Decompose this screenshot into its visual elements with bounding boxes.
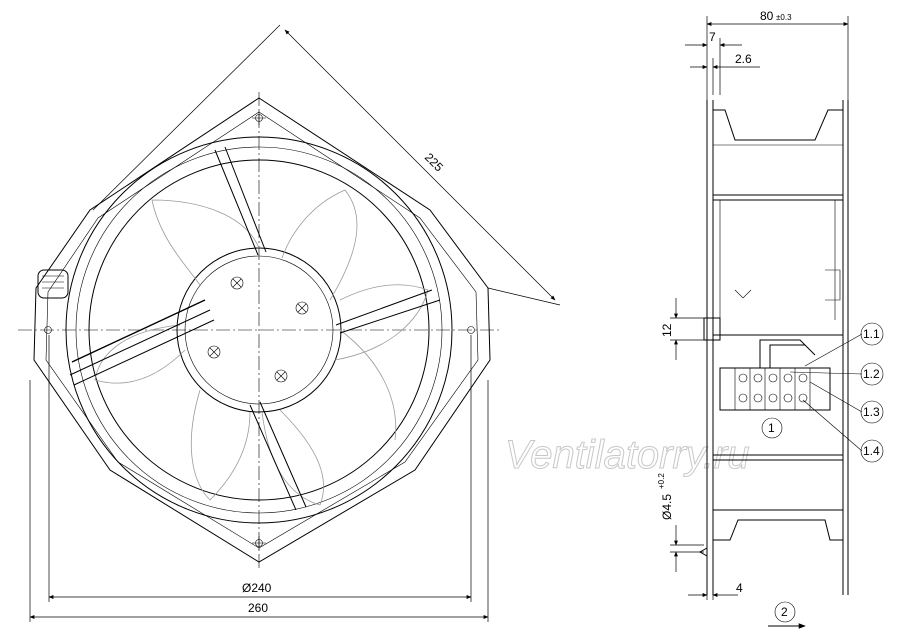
dim-7-label: 7 <box>709 30 716 44</box>
frame-struts <box>69 146 441 511</box>
dim-80-tol: ±0.3 <box>776 13 792 22</box>
callout-2: 2 <box>781 605 788 619</box>
terminal-block <box>719 339 831 411</box>
callouts: 1.1 1.2 1.3 1.4 1 2 <box>761 322 884 629</box>
callout-1.4: 1.4 <box>863 444 880 458</box>
slot-block <box>703 317 721 341</box>
dim-4-label: 4 <box>736 581 743 595</box>
hub-inner <box>184 255 334 405</box>
venturi-ring <box>88 159 430 501</box>
fan-blades <box>94 189 429 506</box>
cable-guide <box>37 269 69 299</box>
dim-12-label: 12 <box>660 323 674 337</box>
dim-bottom: Ø240 260 <box>29 335 489 622</box>
dim-240-label: Ø240 <box>242 581 272 595</box>
outer-ring-inner <box>75 146 443 514</box>
dim-225: 225 <box>92 24 561 306</box>
dim-hole-label: Ø4.5 <box>660 494 674 520</box>
crosshair-hole-icon <box>44 111 475 550</box>
dim-80-label: 80 <box>760 9 774 23</box>
front-view: 225 Ø240 260 <box>18 24 561 622</box>
x-circle-icon <box>207 276 309 383</box>
outer-ring <box>65 136 453 524</box>
dim-2.6-label: 2.6 <box>735 52 752 66</box>
dim-260-label: 260 <box>248 601 268 615</box>
side-view: 80 ±0.3 7 2.6 12 <box>657 9 884 629</box>
callout-1.3: 1.3 <box>863 405 880 419</box>
dim-hole-tol: +0.2 <box>657 473 666 489</box>
callout-1.2: 1.2 <box>863 367 880 381</box>
watermark-text: Ventilatorry.ru <box>505 433 750 477</box>
callout-1: 1 <box>768 421 775 435</box>
callout-1.1: 1.1 <box>863 327 880 341</box>
